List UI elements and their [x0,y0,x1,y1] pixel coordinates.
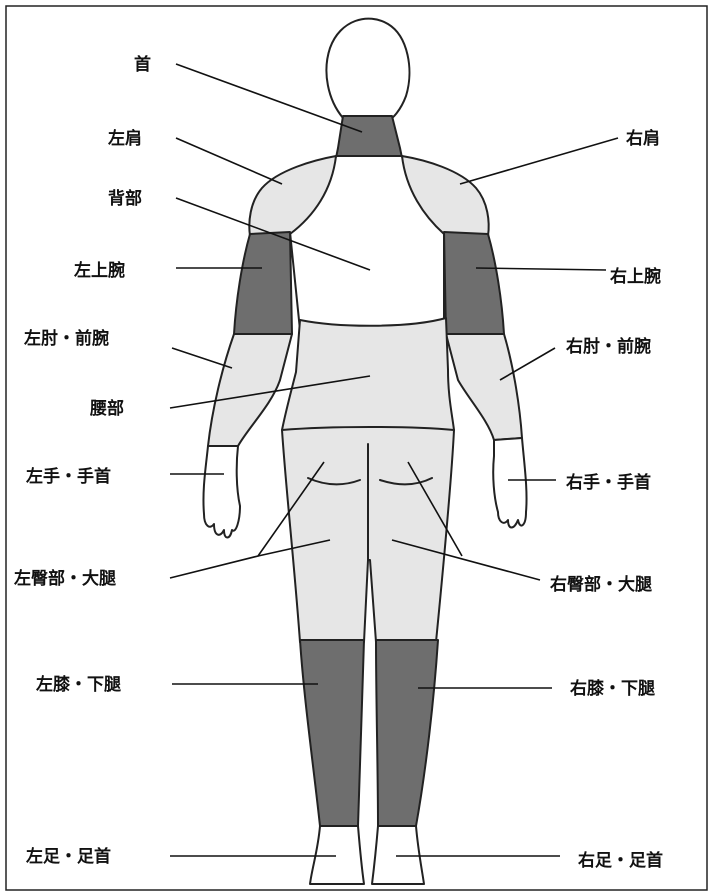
label-neck: 首 [134,54,151,75]
head [326,19,409,118]
body-figure [203,19,526,884]
label-left-hand-wrist: 左手・手首 [26,466,111,487]
right-foot-region [372,826,424,884]
label-right-hand-wrist: 右手・手首 [566,472,651,493]
label-right-elbow-forearm: 右肘・前腕 [566,336,651,357]
label-right-buttock-thigh: 右臀部・大腿 [550,574,652,595]
right-forearm-region [446,334,522,440]
label-left-buttock-thigh: 左臀部・大腿 [14,568,116,589]
leader-left-shoulder [176,138,282,184]
label-left-shoulder: 左肩 [108,128,142,149]
label-left-knee-lower-leg: 左膝・下腿 [36,674,121,695]
leader-right-shoulder [460,138,618,184]
label-right-foot-ankle: 右足・足首 [578,850,663,871]
label-left-foot-ankle: 左足・足首 [26,846,111,867]
label-lower-back: 腰部 [90,398,124,419]
leader-left-forearm [172,348,232,368]
label-right-knee-lower-leg: 右膝・下腿 [570,678,655,699]
label-left-elbow-forearm: 左肘・前腕 [24,328,109,349]
right-upper-arm-region [444,232,504,334]
neck-region [336,116,402,158]
label-right-upper-arm: 右上腕 [610,266,661,287]
left-hand-region [203,446,240,538]
lower-back-region [282,318,454,430]
left-foot-region [310,826,364,884]
label-left-upper-arm: 左上腕 [74,260,125,281]
left-upper-arm-region [234,232,292,334]
label-back: 背部 [108,188,142,209]
left-lower-leg-region [300,640,364,826]
right-hand-region [493,438,526,528]
right-lower-leg-region [376,640,438,826]
label-right-shoulder: 右肩 [626,128,660,149]
